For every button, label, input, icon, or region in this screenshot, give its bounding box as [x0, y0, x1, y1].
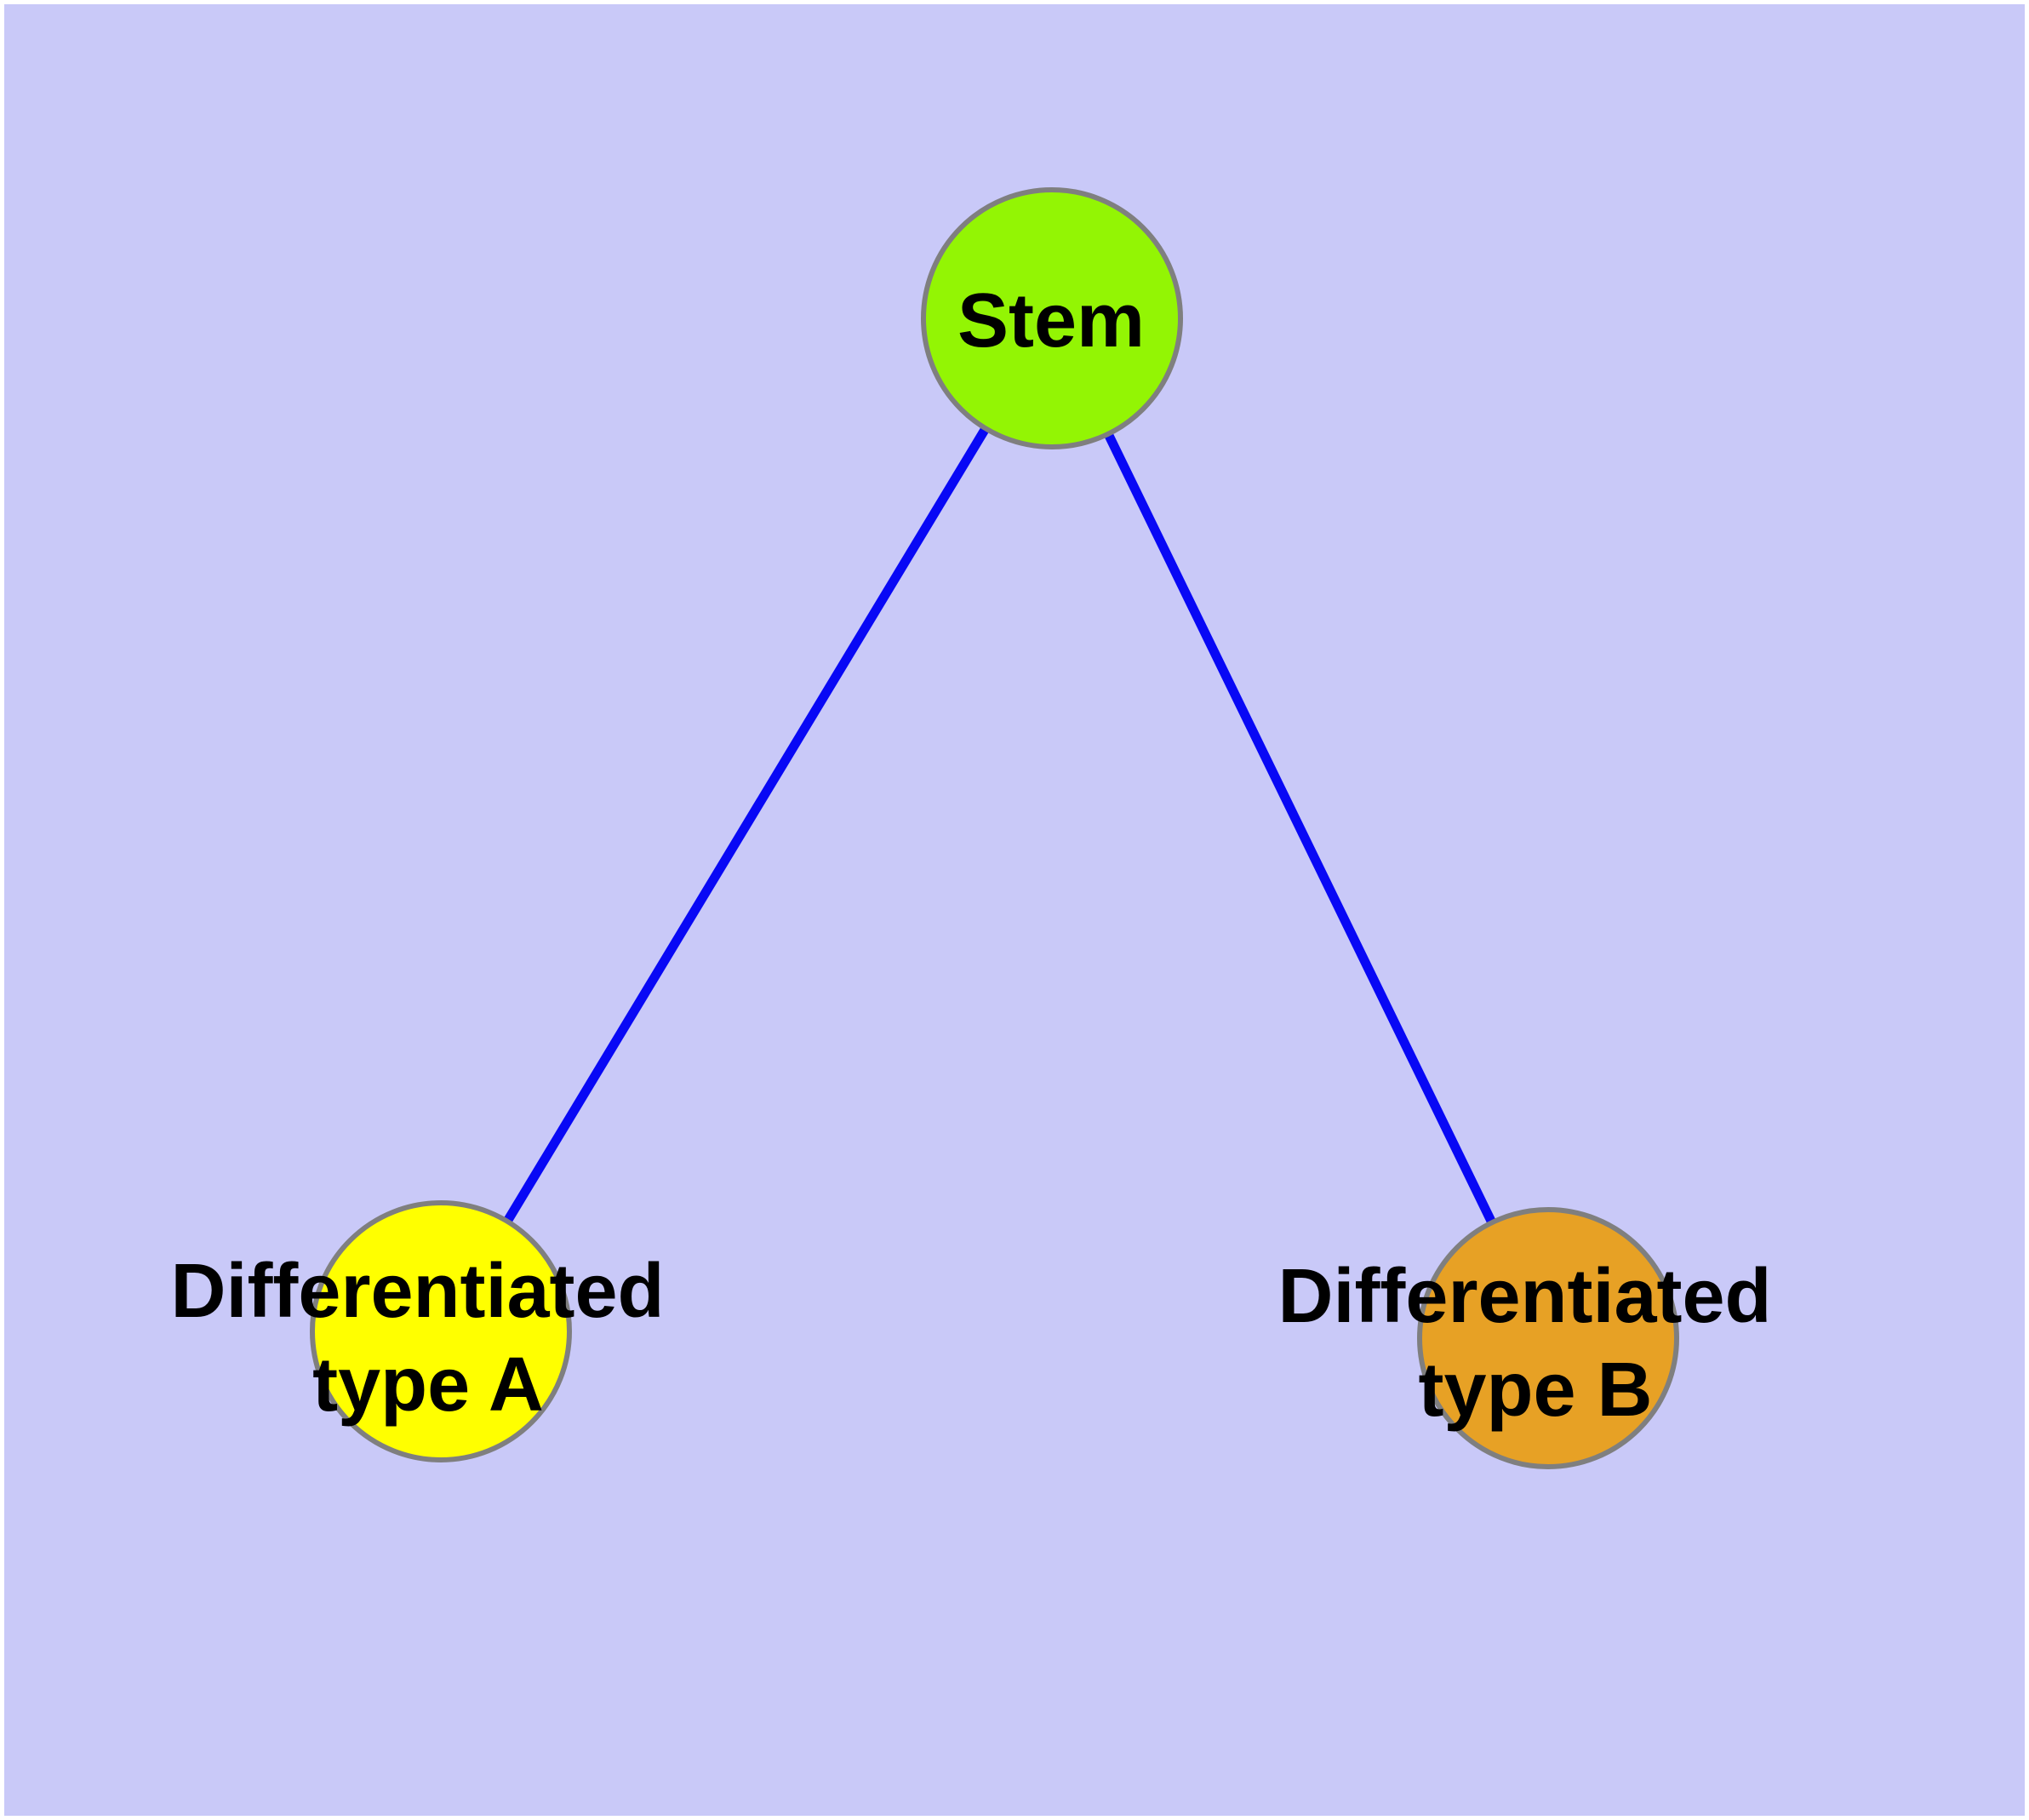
node-differentiated-type-a-label: Differentiated type A [170, 1249, 685, 1428]
node-differentiated-type-b-circle [1417, 1207, 1679, 1469]
node-differentiated-type-b-label-line1: Differentiated [1277, 1254, 1771, 1339]
edge-stem-to-type-b [1048, 316, 1552, 1341]
node-differentiated-type-a: Differentiated type A [170, 1200, 685, 1462]
edge-stem-to-type-a [437, 316, 1056, 1334]
node-differentiated-type-b-label-line2: type B [1418, 1348, 1652, 1433]
node-differentiated-type-a-label-line1: Differentiated [170, 1249, 664, 1334]
node-stem-label: Stem [957, 278, 1145, 363]
node-differentiated-type-b: Differentiated type B [1277, 1207, 1792, 1469]
node-differentiated-type-b-label: Differentiated type B [1277, 1254, 1792, 1433]
node-differentiated-type-a-label-line2: type A [312, 1342, 544, 1428]
node-differentiated-type-a-circle [310, 1200, 572, 1462]
node-stem: Stem [921, 187, 1183, 449]
node-stem-circle [921, 187, 1183, 449]
